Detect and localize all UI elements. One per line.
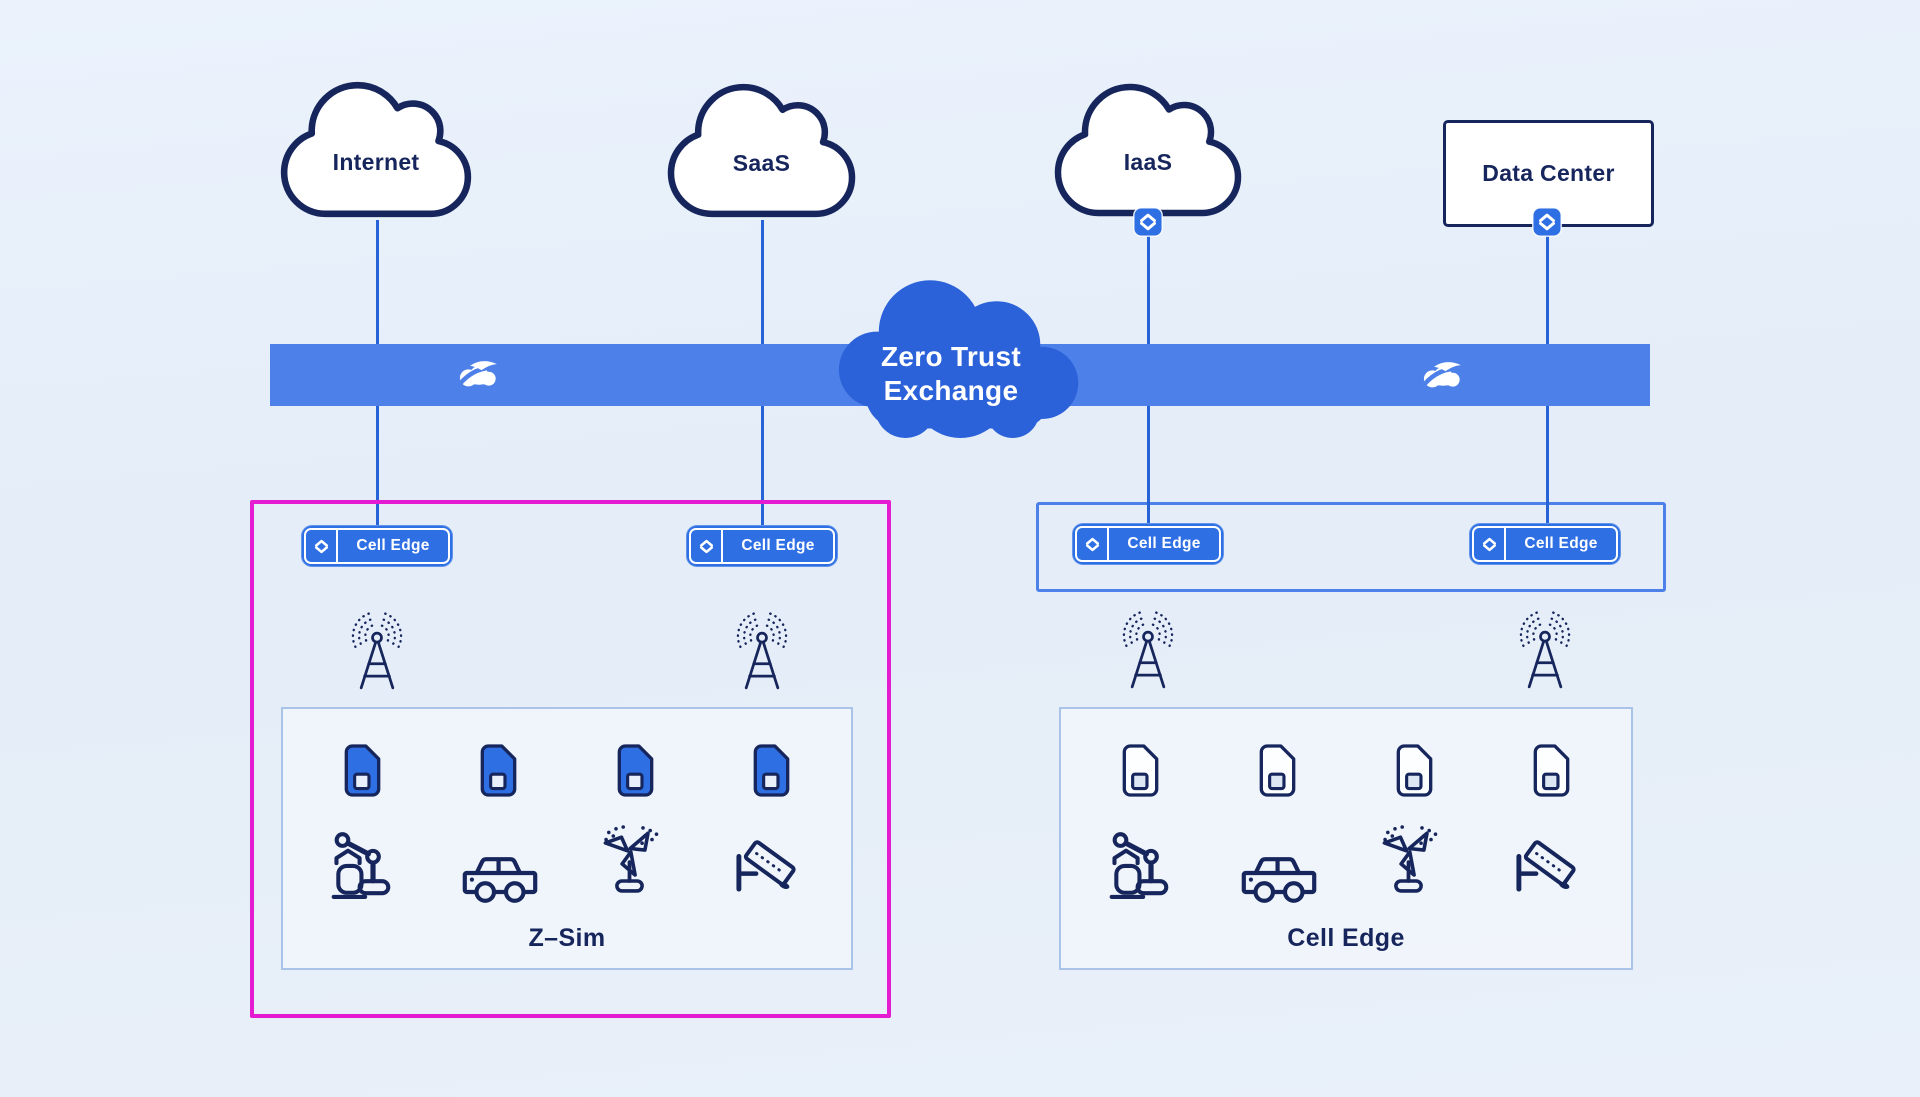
cell-edge-badge: Cell Edge [1469, 523, 1621, 565]
badge-label: Cell Edge [356, 537, 430, 554]
device-row [1105, 822, 1587, 902]
app-connector-icon [1133, 207, 1163, 237]
sim-card-icon [737, 743, 807, 798]
celledge-group-label: Cell Edge [1287, 924, 1405, 952]
zte-title-line2: Exchange [883, 375, 1019, 406]
zscaler-logo-icon [453, 356, 505, 390]
badge-divider [721, 530, 723, 562]
badge-label: Cell Edge [1127, 535, 1201, 552]
badge-inner: Cell Edge [689, 528, 835, 564]
sim-card-icon [600, 743, 670, 798]
connector-chevrons-icon [1077, 528, 1107, 560]
cell-edge-badge: Cell Edge [301, 525, 453, 567]
zero-trust-exchange-title: Zero Trust Exchange [818, 276, 1084, 448]
sim-card-icon [464, 743, 534, 798]
sim-card-icon [1517, 743, 1587, 798]
cctv-camera-icon [1507, 822, 1587, 902]
connector-chevrons-icon [306, 530, 336, 562]
badge-inner: Cell Edge [1075, 526, 1221, 562]
badge-divider [1504, 528, 1506, 560]
connected-car-icon [1239, 822, 1319, 902]
internet-cloud-label: Internet [332, 148, 420, 175]
smart-sprinkler-icon [594, 822, 674, 902]
sim-card-icon [1105, 743, 1175, 798]
badge-divider [1107, 528, 1109, 560]
robot-arm-icon [327, 822, 407, 902]
robot-arm-icon [1105, 822, 1185, 902]
cell-tower-icon [344, 607, 410, 693]
celledge-device-box: Cell Edge [1059, 707, 1633, 970]
sim-card-icon [1380, 743, 1450, 798]
right-group-celledge-frame [1036, 502, 1666, 592]
zte-title-line1: Zero Trust [881, 341, 1021, 372]
connector-chevrons-icon [1474, 528, 1504, 560]
saas-cloud-label: SaaS [732, 149, 791, 176]
app-connector-icon [1532, 207, 1562, 237]
sim-row [1105, 743, 1587, 798]
cell-tower-icon [729, 607, 795, 693]
sim-card-icon [1242, 743, 1312, 798]
zsim-device-box: Z–Sim [281, 707, 853, 970]
smart-sprinkler-icon [1373, 822, 1453, 902]
internet-cloud: Internet [284, 76, 468, 223]
badge-inner: Cell Edge [304, 528, 450, 564]
connected-car-icon [460, 822, 540, 902]
cell-edge-badge: Cell Edge [686, 525, 838, 567]
data-center-label: Data Center [1482, 160, 1615, 186]
cell-edge-badge: Cell Edge [1072, 523, 1224, 565]
cell-tower-icon [1512, 606, 1578, 692]
badge-label: Cell Edge [1524, 535, 1598, 552]
iaas-cloud-label: IaaS [1123, 149, 1173, 176]
zero-trust-exchange-cloud: Zero Trust Exchange [818, 276, 1084, 448]
zsim-group-label: Z–Sim [528, 924, 606, 952]
sim-card-icon [327, 743, 397, 798]
badge-label: Cell Edge [741, 537, 815, 554]
badge-divider [336, 530, 338, 562]
sim-row [327, 743, 807, 798]
saas-cloud: SaaS [671, 78, 852, 223]
cell-tower-icon [1115, 606, 1181, 692]
badge-inner: Cell Edge [1472, 526, 1618, 562]
device-row [327, 822, 807, 902]
zscaler-logo-icon [1417, 357, 1469, 391]
connector-chevrons-icon [691, 530, 721, 562]
iaas-cloud: IaaS [1058, 78, 1238, 222]
cctv-camera-icon [727, 822, 807, 902]
